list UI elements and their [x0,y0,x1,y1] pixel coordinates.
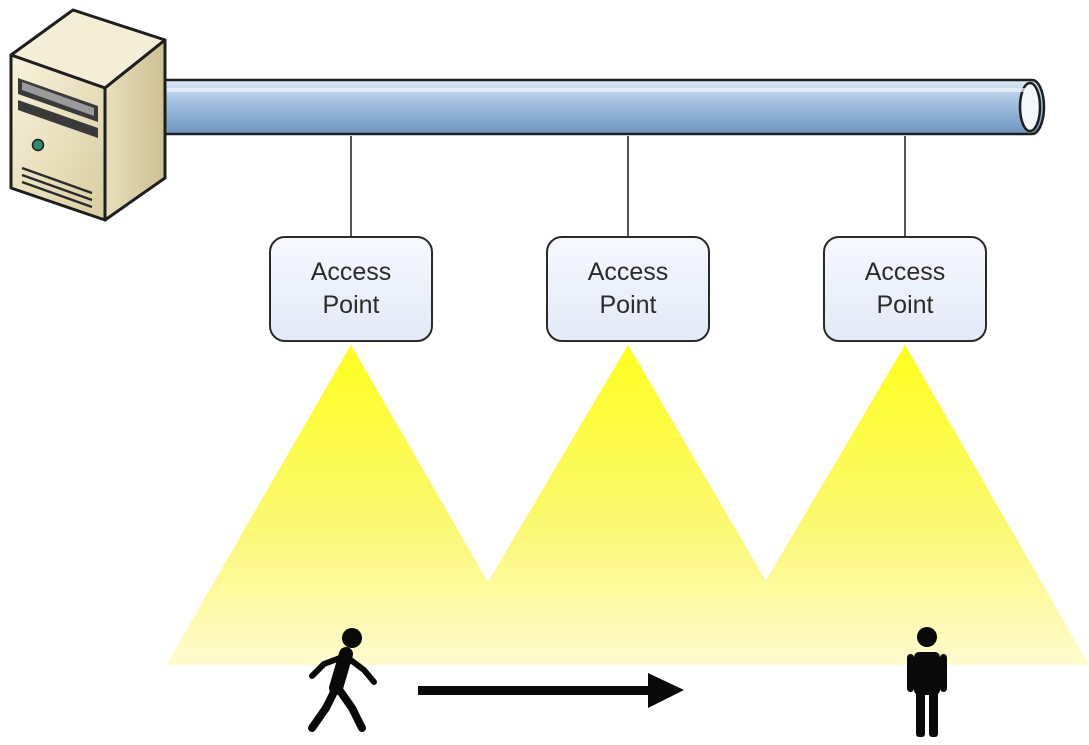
coverage-cone-2 [439,345,815,665]
standing-person-icon [907,627,947,737]
server-icon [9,8,167,222]
access-point-label-line1: Access [587,258,669,286]
access-point-label-line2: Point [876,291,934,319]
coverage-cone-1 [166,345,536,665]
walking-person-icon [308,628,377,732]
access-point-2: Access Point [546,236,710,342]
access-point-label-line2: Point [599,291,657,319]
access-point-3: Access Point [823,236,987,342]
coverage-areas [166,345,1089,665]
access-point-1: Access Point [269,236,433,342]
arrow-right-icon [418,673,684,708]
network-cable [158,78,1046,136]
coverage-cone-3 [716,345,1089,665]
access-point-label-line2: Point [322,291,380,319]
access-point-label-line1: Access [864,258,946,286]
access-point-label-line1: Access [310,258,392,286]
drop-lines [350,136,906,236]
